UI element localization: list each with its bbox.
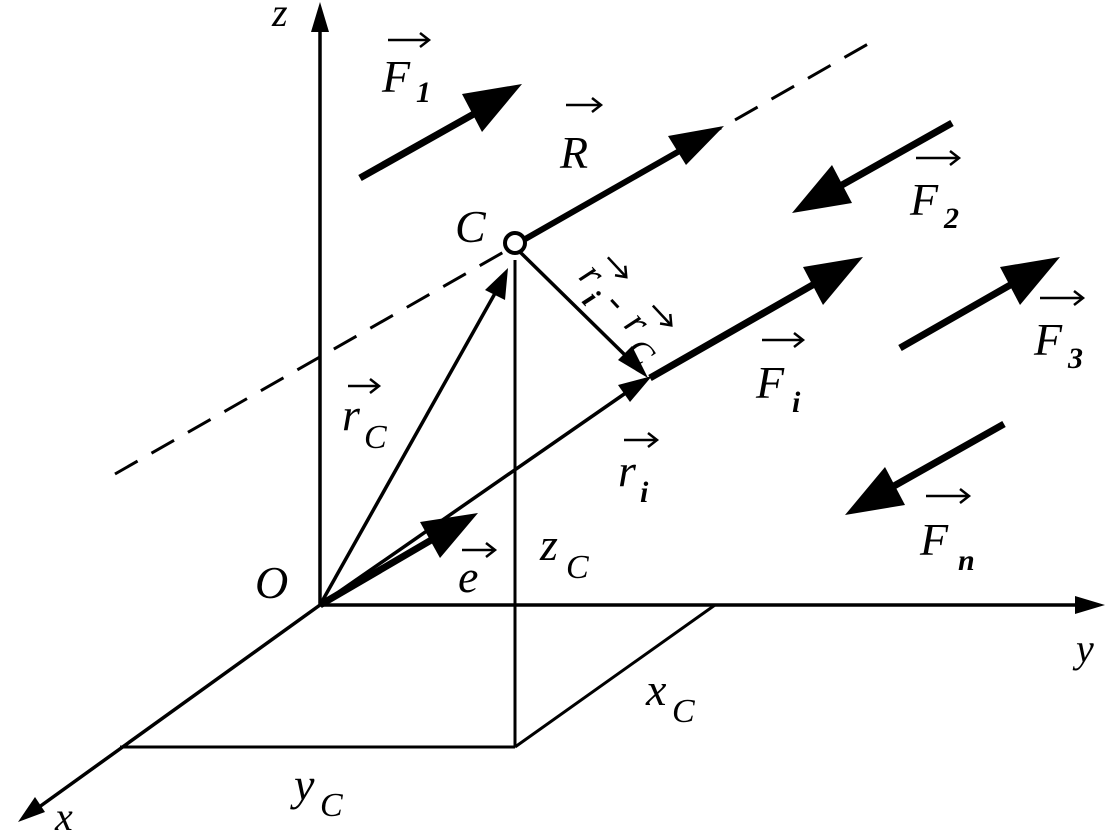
force-fi-arrow <box>648 257 863 382</box>
svg-text:i: i <box>792 386 801 419</box>
xc-line <box>514 603 716 749</box>
svg-text:z: z <box>539 519 558 570</box>
y-axis-label: y <box>1072 626 1094 671</box>
label-fn: F n <box>919 488 975 577</box>
vector-e <box>318 513 478 609</box>
z-axis-arrowhead <box>311 2 329 32</box>
svg-text:n: n <box>958 544 975 577</box>
projection-lines <box>120 260 716 749</box>
label-rc: r C <box>342 378 387 456</box>
svg-text:F: F <box>755 357 785 408</box>
point-c-marker <box>503 231 527 255</box>
svg-text:e: e <box>458 551 478 602</box>
label-e: e <box>458 542 498 602</box>
z-axis-label: z <box>271 0 288 35</box>
vector-ri-minus-rc <box>518 250 648 378</box>
svg-text:C: C <box>320 787 343 824</box>
label-resultant: R <box>559 97 604 178</box>
x-axis <box>33 603 322 812</box>
origin-label: O <box>255 557 288 608</box>
svg-text:y: y <box>290 759 315 810</box>
force-fn-arrow <box>845 420 1006 515</box>
svg-text:C: C <box>364 419 387 456</box>
label-fi: F i <box>755 332 806 419</box>
force-f2-arrow <box>792 119 954 213</box>
x-axis-arrowhead <box>18 797 45 822</box>
x-axis-label: x <box>54 794 73 832</box>
svg-text:R: R <box>559 127 588 178</box>
svg-text:F: F <box>381 51 411 102</box>
svg-text:3: 3 <box>1067 342 1083 375</box>
vector-rc <box>318 268 508 606</box>
svg-text:r: r <box>342 389 361 440</box>
svg-text:r: r <box>571 253 615 295</box>
label-yc: y C <box>290 759 343 824</box>
force-f3-arrow <box>898 257 1060 352</box>
point-c-label: C <box>455 201 487 252</box>
svg-text:1: 1 <box>416 76 431 109</box>
label-f2: F 2 <box>909 150 962 235</box>
svg-text:r: r <box>616 301 660 343</box>
svg-text:r: r <box>618 445 637 496</box>
resultant-vector <box>518 126 724 245</box>
svg-text:F: F <box>919 514 949 565</box>
svg-text:x: x <box>645 664 667 715</box>
force-f1-arrow <box>358 84 522 182</box>
svg-text:C: C <box>672 693 695 730</box>
label-ri: r i <box>618 432 660 509</box>
vector-ri <box>319 376 652 607</box>
axes <box>18 2 1105 822</box>
svg-text:F: F <box>1033 314 1063 365</box>
svg-text:C: C <box>566 549 589 586</box>
label-f1: F 1 <box>381 32 432 109</box>
label-xc: x C <box>645 664 695 730</box>
svg-text:F: F <box>909 174 939 225</box>
y-axis-arrowhead <box>1075 596 1105 614</box>
label-f3: F 3 <box>1033 290 1086 375</box>
line-of-action-dashed <box>114 38 876 476</box>
label-zc: z C <box>539 519 589 586</box>
svg-text:2: 2 <box>943 202 959 235</box>
svg-text:i: i <box>640 476 649 509</box>
